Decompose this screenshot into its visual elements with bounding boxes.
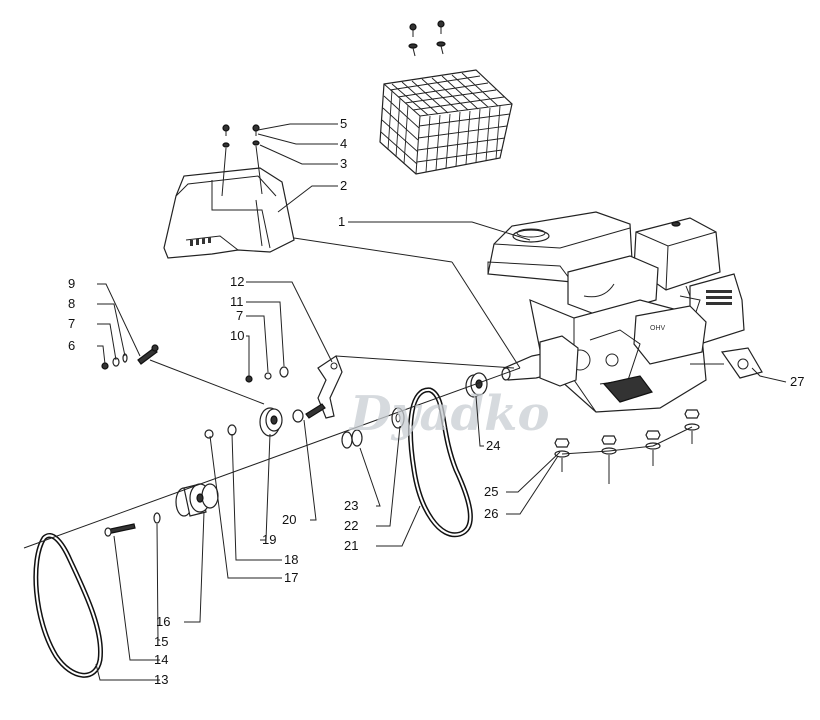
mount-bracket (720, 347, 763, 379)
callout-4: 4 (340, 136, 347, 151)
callout-22: 22 (344, 518, 358, 533)
idler-pulley (204, 407, 304, 439)
callout-8: 8 (68, 296, 75, 311)
callout-7b: 7 (236, 308, 243, 323)
drive-belt (408, 387, 473, 538)
callout-19: 19 (262, 532, 276, 547)
watermark: Dyadko (348, 386, 549, 442)
callout-25: 25 (484, 484, 498, 499)
callout-5: 5 (340, 116, 347, 131)
engine: OHV (487, 211, 745, 413)
callout-20: 20 (282, 512, 296, 527)
wire-mesh-guard (379, 69, 513, 175)
callout-14: 14 (154, 652, 168, 667)
callout-23: 23 (344, 498, 358, 513)
callout-26: 26 (484, 506, 498, 521)
engine-mount-hardware (554, 409, 700, 484)
callout-24: 24 (486, 438, 500, 453)
engine-pulley (465, 372, 488, 398)
callout-labels: 5 4 3 2 1 9 8 7 6 12 11 7 10 20 19 18 17… (68, 116, 804, 687)
guard-screws (408, 20, 446, 57)
callout-10: 10 (230, 328, 244, 343)
callout-16: 16 (156, 614, 170, 629)
callout-2: 2 (340, 178, 347, 193)
leader-lines (95, 123, 787, 681)
driven-pulley (175, 483, 219, 517)
callout-3: 3 (340, 156, 347, 171)
callout-12: 12 (230, 274, 244, 289)
callout-21: 21 (344, 538, 358, 553)
svg-text:OHV: OHV (650, 325, 666, 332)
callout-9: 9 (68, 276, 75, 291)
pulley-bolt (104, 512, 161, 537)
callout-18: 18 (284, 552, 298, 567)
belt-guard-cover (163, 167, 295, 259)
callout-13: 13 (154, 672, 168, 687)
callout-27: 27 (790, 374, 804, 389)
callout-6: 6 (68, 338, 75, 353)
callout-7a: 7 (68, 316, 75, 331)
tensioner-bracket (317, 355, 343, 419)
secondary-belt (33, 533, 104, 678)
drive-washers (341, 407, 405, 449)
bracket-hardware (101, 344, 326, 419)
cover-hardware (221, 124, 263, 197)
assembly-axis-lines (23, 237, 724, 549)
callout-17: 17 (284, 570, 298, 585)
callout-11: 11 (230, 294, 244, 309)
callout-1: 1 (338, 214, 345, 229)
callout-15: 15 (154, 634, 168, 649)
